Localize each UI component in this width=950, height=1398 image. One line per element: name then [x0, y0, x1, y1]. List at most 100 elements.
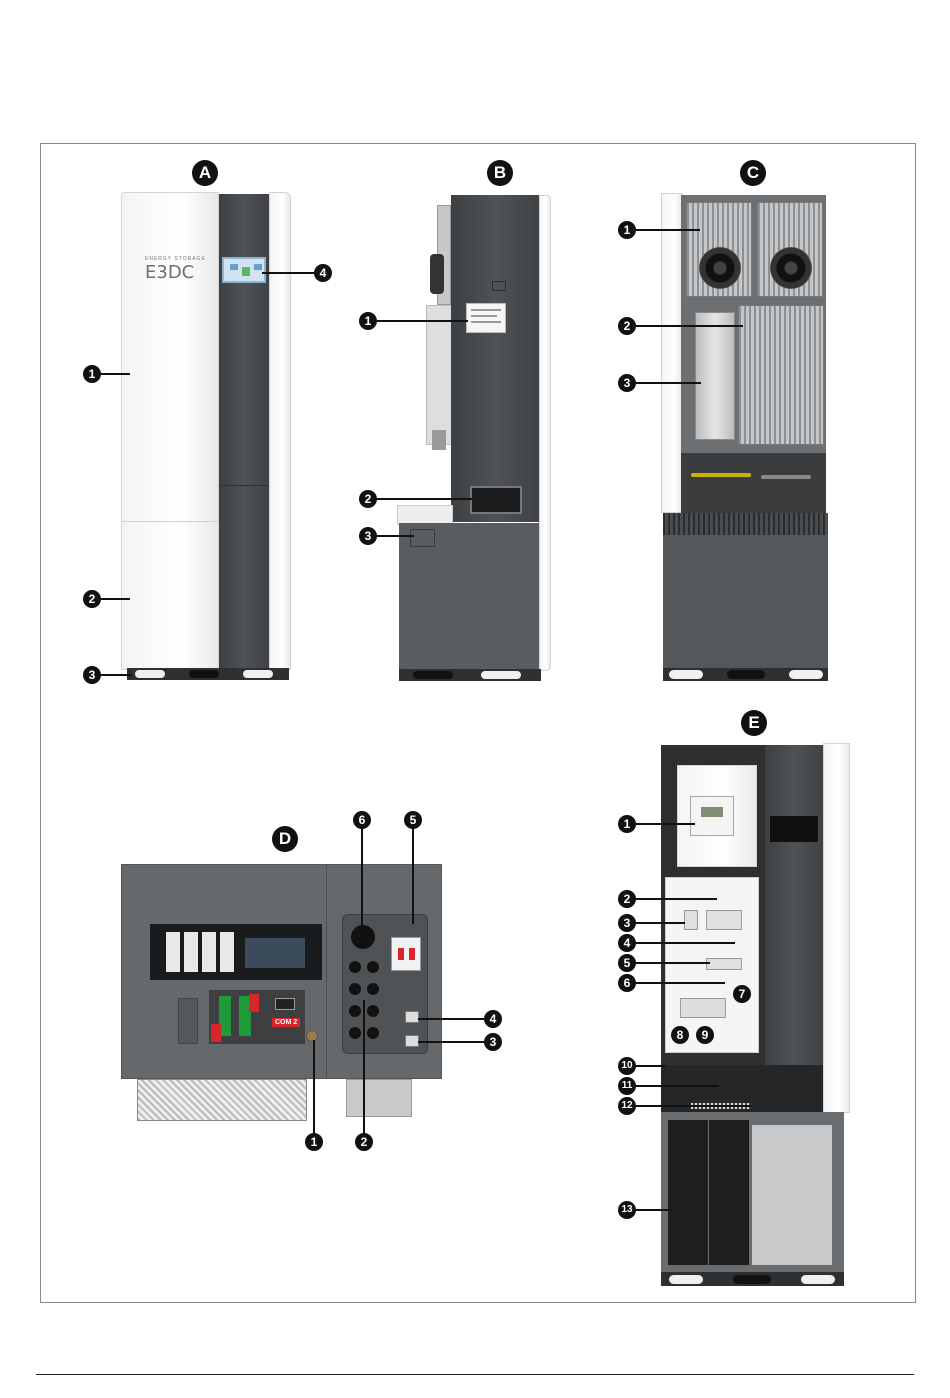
side-white-strip: [269, 192, 291, 670]
red-label: [249, 994, 259, 1012]
socket: [367, 983, 379, 995]
callout-e-2: 2: [618, 890, 636, 908]
callout-a-1: 1: [83, 365, 101, 383]
screen-tile: [242, 267, 250, 276]
vent-grille: [663, 513, 828, 535]
view-letter-c: C: [740, 160, 766, 186]
label-line: [471, 321, 501, 323]
leader-line: [635, 922, 685, 924]
socket: [349, 961, 361, 973]
footer-rule: [36, 1374, 914, 1375]
battery-base-rear: [663, 535, 828, 670]
callout-d-2: 2: [355, 1133, 373, 1151]
foot-opening: [733, 1275, 771, 1284]
fan-heatsink-right: [757, 202, 823, 297]
leader-line: [635, 229, 700, 231]
usb-port: [405, 1011, 419, 1023]
lan-port: [405, 1035, 419, 1047]
callout-d-6: 6: [353, 811, 371, 829]
callout-e-1: 1: [618, 815, 636, 833]
callout-e-8: 8: [671, 1026, 689, 1044]
terminal: [220, 932, 234, 972]
panel-divider: [326, 864, 327, 1079]
leader-line: [262, 272, 315, 274]
foot-opening: [727, 670, 765, 679]
terminal-row: [245, 938, 305, 968]
callout-b-2: 2: [359, 490, 377, 508]
dark-seam: [219, 485, 269, 486]
battery-module: [668, 1120, 708, 1265]
side-fan: [430, 254, 444, 294]
callout-d-3: 3: [484, 1033, 502, 1051]
open-cabinet-door: [765, 745, 823, 1112]
callout-c-1: 1: [618, 221, 636, 239]
foot-opening: [243, 670, 273, 678]
base-foot: [661, 1272, 844, 1286]
ground-screw: [306, 1030, 318, 1042]
foot-opening: [481, 671, 521, 679]
callout-a-4: 4: [314, 264, 332, 282]
battery-module: [709, 1120, 749, 1265]
callout-e-4: 4: [618, 934, 636, 952]
label-line: [471, 315, 497, 317]
bottom-bracket: [346, 1079, 412, 1117]
foot-opening: [413, 671, 453, 679]
energy-meter: [690, 796, 734, 836]
callout-e-10: 10: [618, 1057, 636, 1075]
callout-e-11: 11: [618, 1077, 636, 1095]
leader-line: [376, 498, 472, 500]
cable-gland: [178, 998, 198, 1044]
leader-line: [635, 1065, 665, 1067]
view-letter-d: D: [272, 826, 298, 852]
display-screen: [222, 257, 266, 283]
socket: [349, 1027, 361, 1039]
terminal: [202, 932, 216, 972]
callout-e-12: 12: [618, 1097, 636, 1115]
rear-white-edge: [661, 193, 683, 513]
ethernet-port: [275, 998, 295, 1010]
terminal: [166, 932, 180, 972]
leader-line: [376, 320, 468, 322]
breaker-group: [706, 910, 742, 930]
red-label: [211, 1024, 221, 1042]
callout-c-3: 3: [618, 374, 636, 392]
callout-e-13: 13: [618, 1201, 636, 1219]
fan-icon: [699, 247, 741, 289]
leader-line: [635, 325, 743, 327]
socket: [349, 983, 361, 995]
leader-line: [635, 823, 695, 825]
callout-c-2: 2: [618, 317, 636, 335]
socket: [367, 1027, 379, 1039]
leader-line: [418, 1041, 485, 1043]
callout-d-4: 4: [484, 1010, 502, 1028]
interface-board: [209, 990, 305, 1044]
terminal-strip: [706, 958, 742, 970]
leader-line: [361, 828, 363, 932]
screen-tile: [230, 264, 238, 270]
meter-display: [701, 807, 723, 817]
energy-meter-mount: [677, 765, 757, 867]
callout-d-1: 1: [305, 1133, 323, 1151]
brand-logo: E3DC: [145, 262, 194, 283]
door-display: [770, 816, 818, 842]
foot-opening: [135, 670, 165, 678]
terminal: [184, 932, 198, 972]
circuit-breaker: [391, 937, 421, 971]
base-top-cap: [397, 505, 453, 525]
callout-a-2: 2: [83, 590, 101, 608]
panel-seam: [121, 521, 219, 522]
foot-opening: [669, 1275, 703, 1284]
callout-e-7: 7: [733, 985, 751, 1003]
com-port-label: COM 2: [272, 1018, 300, 1027]
label-line: [471, 309, 501, 311]
breaker-toggle: [398, 948, 404, 960]
cover-plate: [695, 312, 735, 440]
view-letter-b: B: [487, 160, 513, 186]
small-breaker: [684, 910, 698, 930]
side-white-edge: [539, 195, 551, 671]
cable: [761, 475, 811, 479]
terminal-block-area: [150, 924, 322, 980]
leader-line: [635, 962, 710, 964]
leader-line: [100, 674, 132, 676]
rotary-switch-icon: [351, 925, 375, 949]
